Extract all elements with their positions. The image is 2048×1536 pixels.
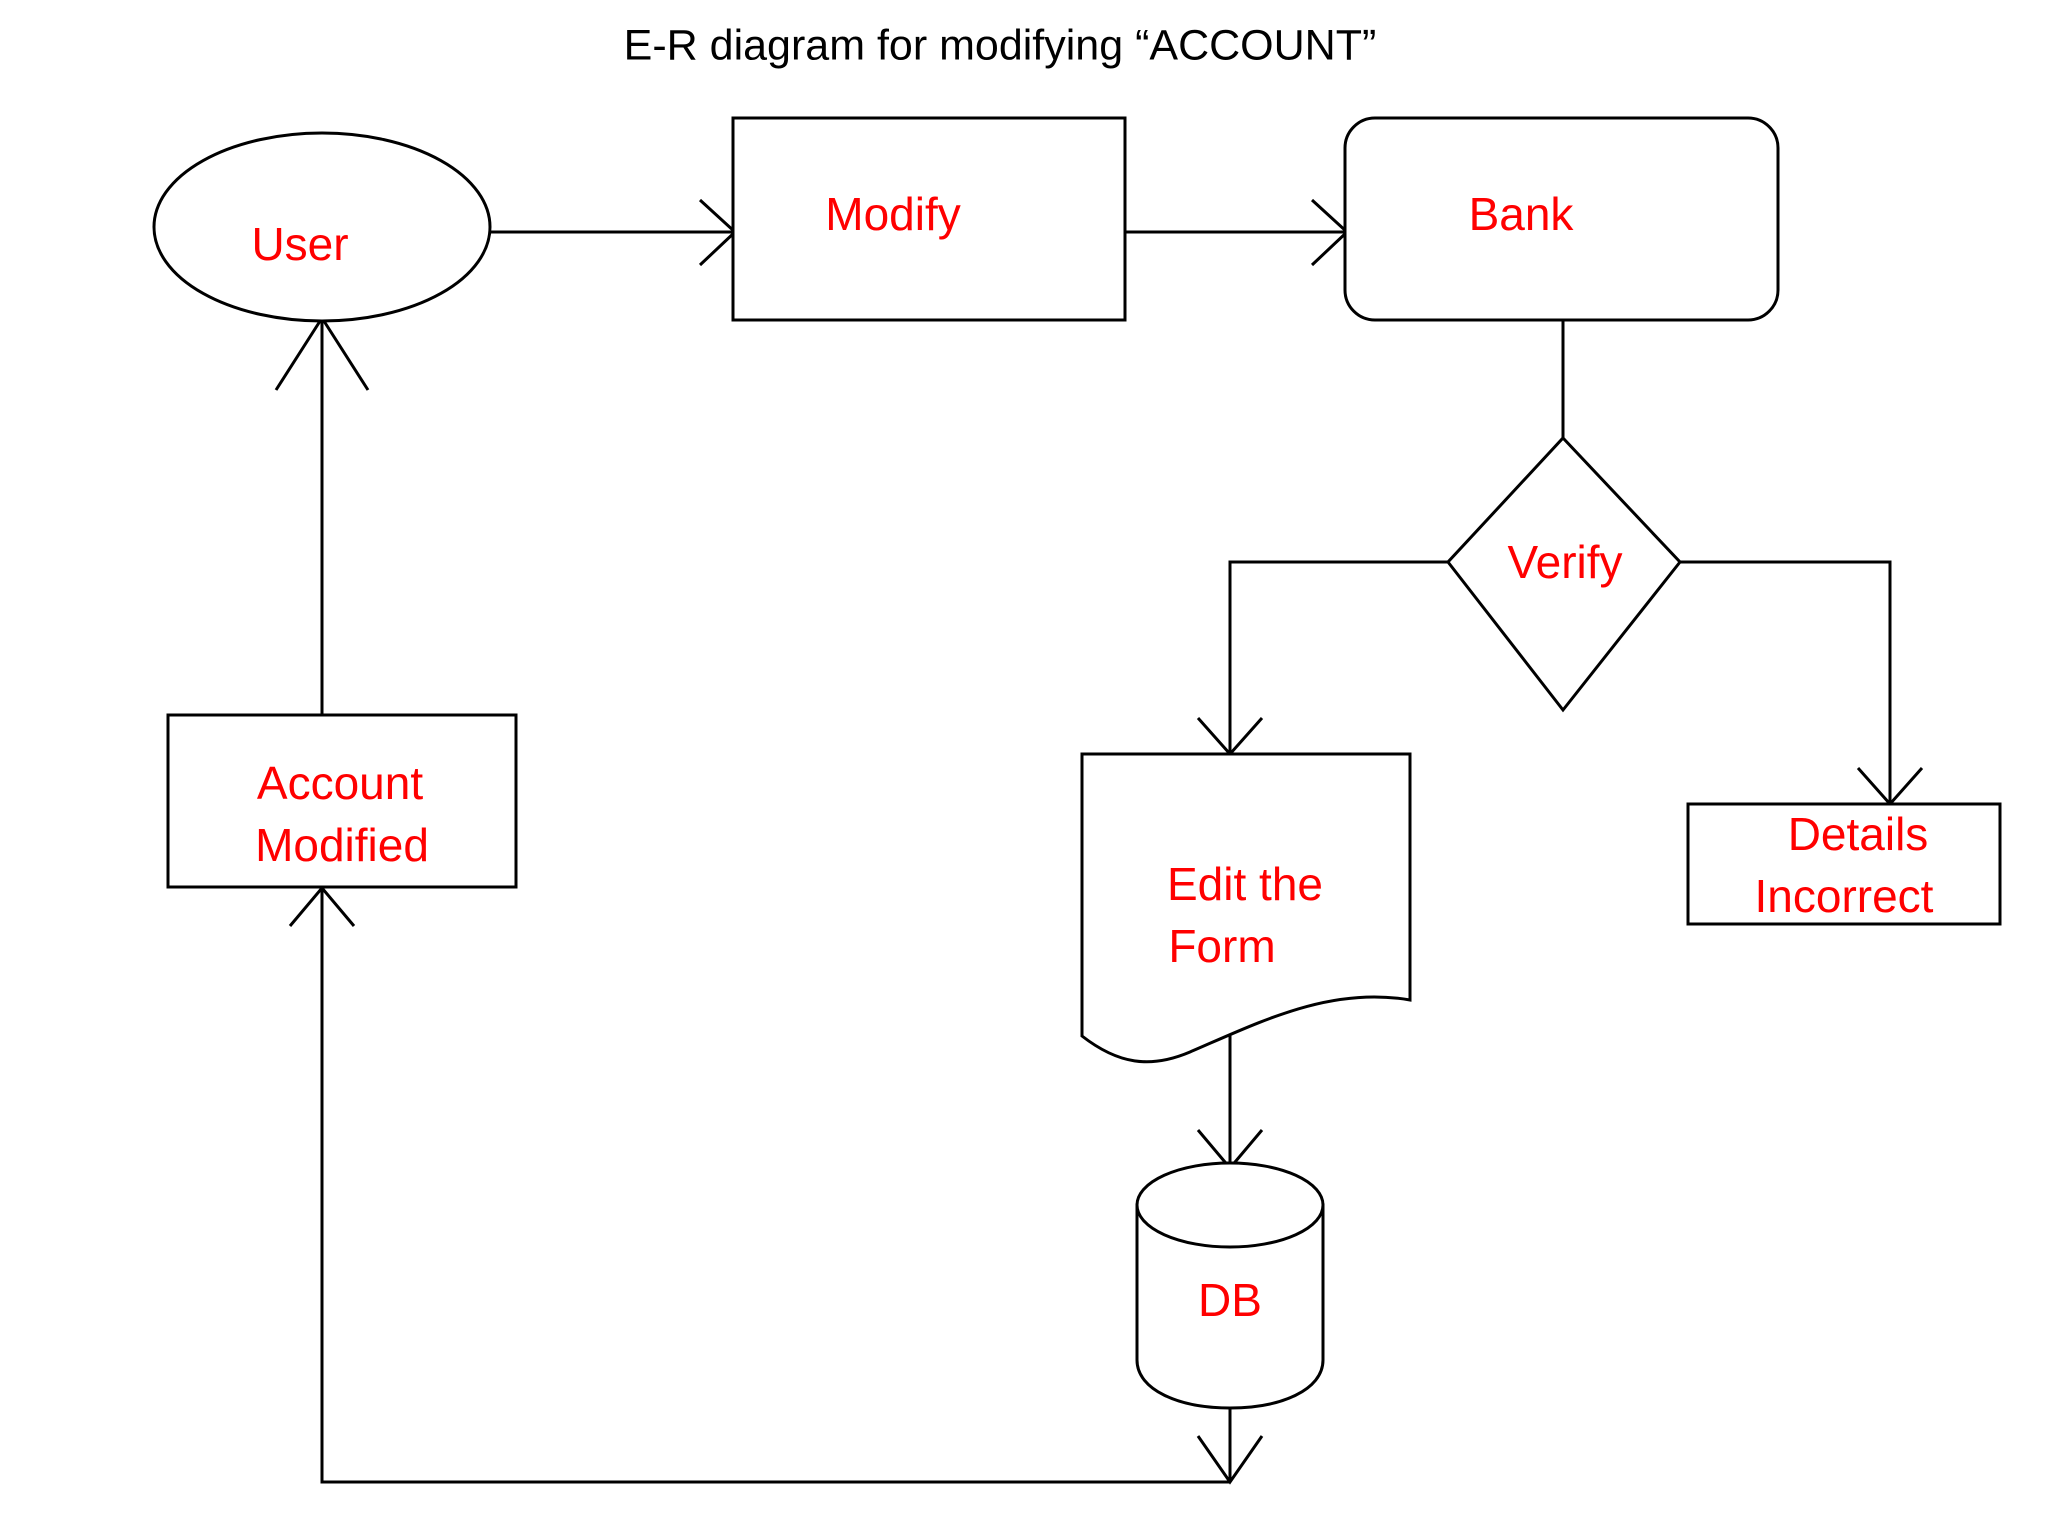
user-ellipse-shape bbox=[152, 131, 492, 323]
account-modified-label-line2: Modified bbox=[255, 819, 429, 871]
edge-verify-to-details-incorrect bbox=[1680, 560, 1924, 807]
node-account-modified[interactable]: Account Modified bbox=[166, 713, 518, 889]
edge-edit-the-form-to-db bbox=[1196, 1030, 1264, 1171]
page-title: E-R diagram for modifying “ACCOUNT” bbox=[624, 21, 1377, 69]
db-cylinder-top-shape bbox=[1135, 1161, 1325, 1249]
node-user[interactable]: User bbox=[152, 131, 492, 323]
account-modified-label-line1: Account bbox=[257, 757, 423, 809]
node-details-incorrect[interactable]: Details Incorrect bbox=[1686, 802, 2002, 926]
details-incorrect-label-line1: Details bbox=[1788, 808, 1929, 860]
user-label: User bbox=[251, 218, 348, 270]
edit-the-form-document-shape bbox=[1080, 752, 1412, 1064]
edit-the-form-label-line2: Form bbox=[1168, 920, 1275, 972]
details-incorrect-label-line2: Incorrect bbox=[1755, 870, 1934, 922]
edge-verify-to-edit-the-form bbox=[1196, 560, 1448, 757]
bank-rounded-rect-shape bbox=[1343, 116, 1780, 322]
verify-diamond-shape bbox=[1446, 435, 1682, 713]
account-modified-rect-shape bbox=[166, 713, 518, 889]
edge-db-to-account-modified bbox=[288, 885, 1264, 1485]
db-label: DB bbox=[1198, 1274, 1262, 1326]
node-db[interactable]: DB bbox=[1135, 1161, 1325, 1410]
edge-user-to-modify bbox=[480, 198, 738, 267]
modify-rect-shape bbox=[731, 116, 1127, 322]
node-edit-the-form[interactable]: Edit the Form bbox=[1080, 752, 1412, 1064]
modify-label: Modify bbox=[825, 188, 960, 240]
edit-the-form-label-line1: Edit the bbox=[1167, 858, 1323, 910]
bank-label: Bank bbox=[1469, 188, 1575, 240]
edge-modify-to-bank bbox=[1125, 198, 1350, 267]
verify-label: Verify bbox=[1507, 536, 1622, 588]
node-bank[interactable]: Bank bbox=[1343, 116, 1780, 322]
node-verify[interactable]: Verify bbox=[1446, 435, 1682, 713]
node-modify[interactable]: Modify bbox=[731, 116, 1127, 322]
edge-account-modified-to-user bbox=[274, 315, 370, 715]
db-cylinder-body-shape bbox=[1135, 1203, 1325, 1410]
details-incorrect-rect-shape bbox=[1686, 802, 2002, 926]
